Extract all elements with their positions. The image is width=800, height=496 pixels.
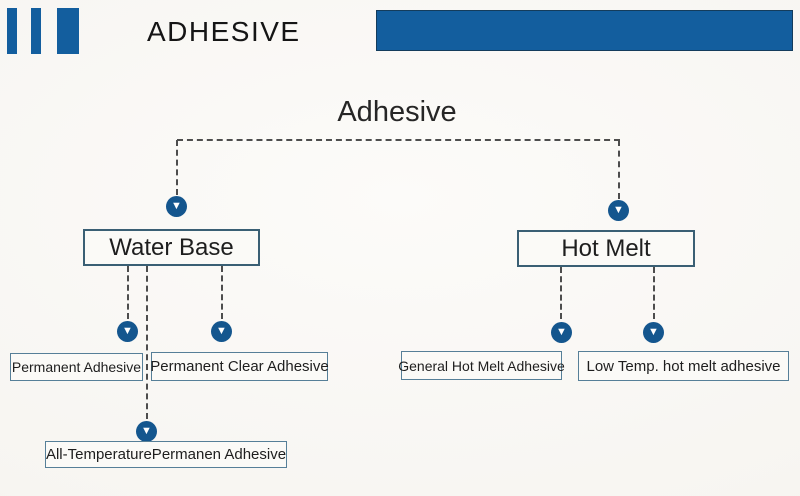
connector-root-to-water-base xyxy=(176,140,178,195)
arrow-down-icon: ▼ xyxy=(117,321,138,342)
connector-hot-melt-to-low-temp xyxy=(653,267,655,319)
node-general-hot-melt-adhesive: General Hot Melt Adhesive xyxy=(398,351,565,380)
page-title: ADHESIVE xyxy=(147,16,301,47)
arrow-down-icon: ▼ xyxy=(136,421,157,442)
logo-bar-icon xyxy=(57,8,79,54)
logo-bar-icon xyxy=(31,8,41,54)
arrow-down-glyph: ▼ xyxy=(648,326,659,338)
arrow-down-icon: ▼ xyxy=(608,200,629,221)
arrow-down-icon: ▼ xyxy=(211,321,232,342)
connector-water-base-to-permanent-clear xyxy=(221,266,223,319)
node-water-base: Water Base xyxy=(83,229,260,266)
connector-root-horizontal xyxy=(177,139,620,141)
connector-water-base-to-all-temp xyxy=(146,266,148,419)
connector-root-to-hot-melt xyxy=(618,140,620,199)
arrow-down-glyph: ▼ xyxy=(556,326,567,338)
arrow-down-glyph: ▼ xyxy=(171,200,182,212)
arrow-down-icon: ▼ xyxy=(166,196,187,217)
arrow-down-glyph: ▼ xyxy=(216,325,227,337)
arrow-down-icon: ▼ xyxy=(551,322,572,343)
arrow-down-glyph: ▼ xyxy=(141,425,152,437)
node-permanent-adhesive: Permanent Adhesive xyxy=(10,353,143,381)
arrow-down-glyph: ▼ xyxy=(613,204,624,216)
connector-hot-melt-to-general xyxy=(560,267,562,319)
arrow-down-glyph: ▼ xyxy=(122,325,133,337)
connector-water-base-to-permanent xyxy=(127,266,129,319)
header-banner xyxy=(376,10,793,51)
node-low-temp-hot-melt-adhesive: Low Temp. hot melt adhesive xyxy=(578,351,789,381)
logo-bar-icon xyxy=(7,8,17,54)
node-hot-melt: Hot Melt xyxy=(517,230,695,267)
arrow-down-icon: ▼ xyxy=(643,322,664,343)
node-permanent-clear-adhesive: Permanent Clear Adhesive xyxy=(150,352,329,381)
node-adhesive-root: Adhesive xyxy=(337,96,457,128)
node-all-temperature-permanent-adhesive: All-TemperaturePermanen Adhesive xyxy=(45,441,287,468)
